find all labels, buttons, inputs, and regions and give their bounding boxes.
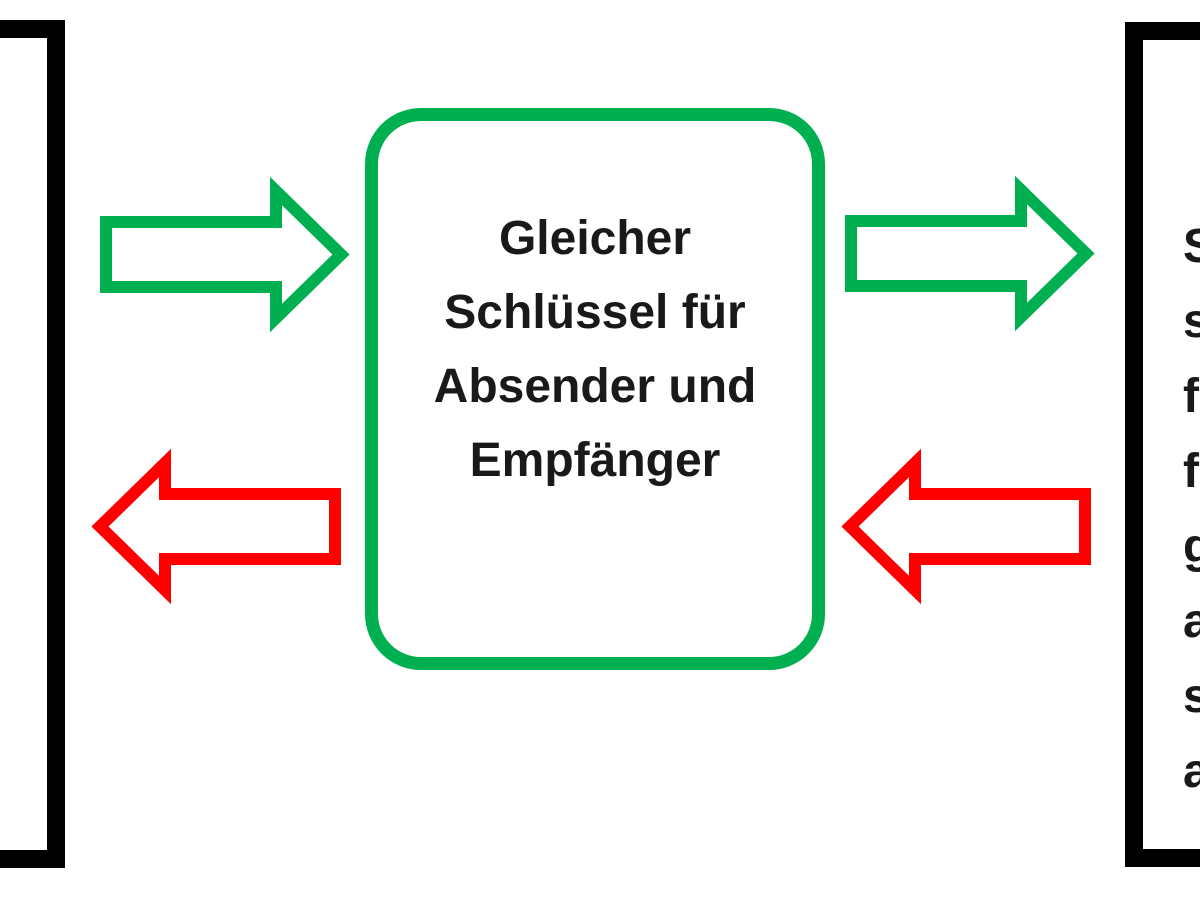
shared-key-box: Gleicher Schlüssel für Absender und Empf… bbox=[365, 108, 825, 670]
truncated-text-line: g bbox=[1183, 520, 1200, 573]
truncated-text-line: s bbox=[1183, 295, 1200, 348]
red-arrow-right-to-key bbox=[841, 448, 1093, 605]
shared-key-label-line: Empfänger bbox=[469, 434, 721, 487]
left-party-box bbox=[0, 20, 65, 868]
green-arrow-key-to-right bbox=[843, 175, 1095, 332]
block-arrow-left-icon bbox=[91, 448, 341, 605]
right-party-box: S s f f g a s a bbox=[1125, 22, 1200, 867]
shared-key-label-line: Absender und bbox=[433, 360, 757, 413]
block-arrow-left-icon bbox=[841, 448, 1091, 605]
truncated-text-line: S bbox=[1183, 220, 1200, 273]
block-arrow-right-icon bbox=[845, 175, 1095, 332]
block-arrow-right-icon bbox=[100, 176, 350, 333]
truncated-text-line: s bbox=[1183, 670, 1200, 723]
right-party-text: S s f f g a s a bbox=[1183, 209, 1200, 809]
red-arrow-key-to-left bbox=[91, 448, 343, 605]
shared-key-label-line: Gleicher bbox=[498, 212, 692, 265]
shared-key-label-line: Schlüssel für bbox=[444, 286, 746, 339]
truncated-text-line: a bbox=[1183, 745, 1200, 798]
truncated-text-line: f bbox=[1183, 445, 1199, 498]
truncated-text-line: f bbox=[1183, 370, 1199, 423]
truncated-text-line: a bbox=[1183, 595, 1200, 648]
green-arrow-left-to-key bbox=[98, 176, 350, 333]
shared-key-label: Gleicher Schlüssel für Absender und Empf… bbox=[378, 121, 812, 498]
